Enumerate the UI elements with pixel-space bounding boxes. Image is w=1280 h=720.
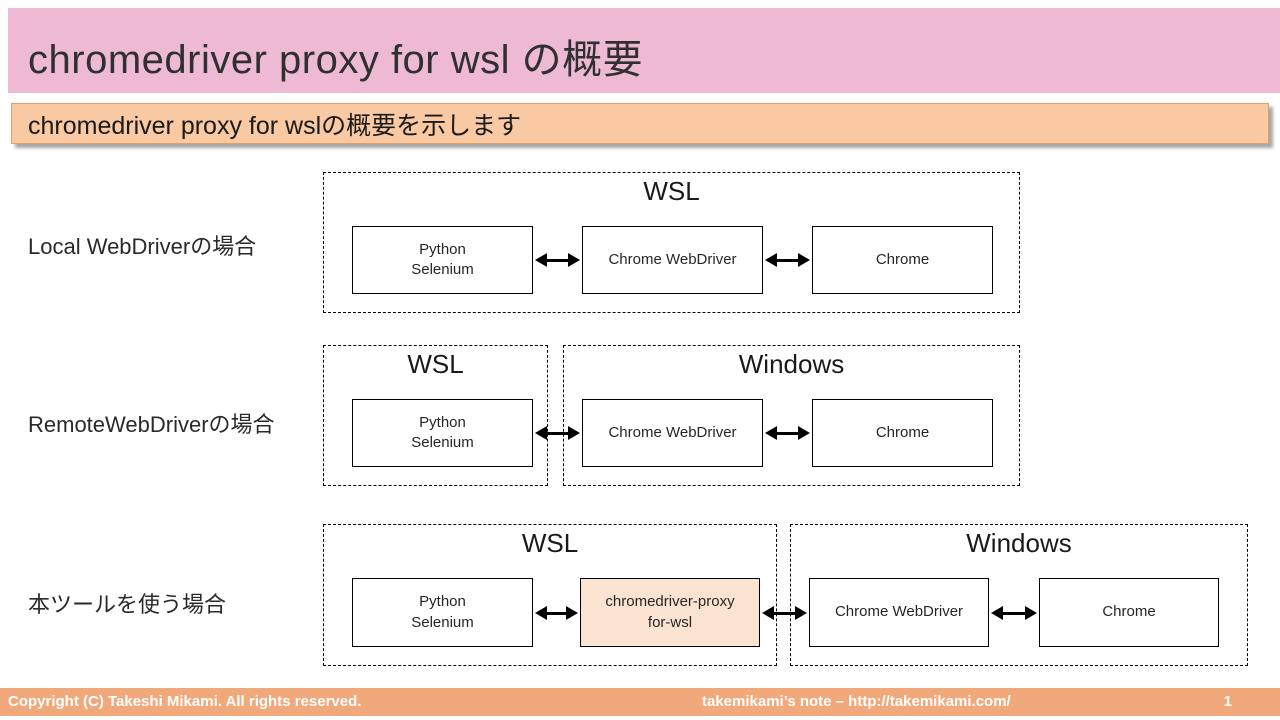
title-bar: chromedriver proxy for wsl の概要 (8, 8, 1280, 93)
bidirectional-arrow-icon (765, 252, 810, 268)
group-windows-remote: Windows (563, 345, 1020, 486)
arrow-shaft (544, 258, 571, 262)
group-wsl-tool: WSL (323, 524, 777, 666)
bidirectional-arrow-icon (765, 425, 810, 441)
node-chrome-webdriver-tool: Chrome WebDriver (809, 578, 989, 647)
node-chrome-webdriver-local: Chrome WebDriver (582, 226, 763, 294)
footer-site-link: takemikami’s note – http://takemikami.co… (702, 693, 1011, 710)
arrow-shaft (771, 611, 798, 615)
slide-title: chromedriver proxy for wsl の概要 (28, 37, 644, 82)
group-wsl-remote: WSL (323, 345, 548, 486)
bidirectional-arrow-icon (535, 252, 580, 268)
group-wsl-local: WSL (323, 172, 1020, 313)
node-chromedriver-proxy-for-wsl: chromedriver-proxy for-wsl (580, 578, 760, 647)
arrow-shaft (774, 431, 801, 435)
footer-copyright: Copyright (C) Takeshi Mikami. All rights… (8, 693, 362, 710)
node-chrome-tool: Chrome (1039, 578, 1219, 647)
arrow-shaft (774, 258, 801, 262)
node-python-selenium-tool: Python Selenium (352, 578, 533, 647)
row-label-remote-webdriver: RemoteWebDriverの場合 (28, 412, 275, 437)
group-title-wsl-local: WSL (643, 176, 700, 206)
arrow-shaft (544, 431, 571, 435)
arrow-shaft (1000, 611, 1028, 615)
group-title-wsl-remote: WSL (407, 349, 464, 379)
bidirectional-arrow-icon (991, 605, 1037, 621)
subtitle-banner: chromedriver proxy for wslの概要を示します (11, 103, 1269, 144)
footer-bar: Copyright (C) Takeshi Mikami. All rights… (0, 688, 1280, 716)
node-chrome-local: Chrome (812, 226, 993, 294)
group-windows-tool: Windows (790, 524, 1248, 666)
node-python-selenium-local: Python Selenium (352, 226, 533, 294)
node-chrome-webdriver-remote: Chrome WebDriver (582, 399, 763, 467)
bidirectional-arrow-icon (535, 605, 578, 621)
bidirectional-arrow-icon (762, 605, 807, 621)
row-label-local-webdriver: Local WebDriverの場合 (28, 234, 257, 259)
group-title-windows-remote: Windows (738, 349, 845, 379)
row-label-this-tool: 本ツールを使う場合 (28, 592, 227, 617)
bidirectional-arrow-icon (535, 425, 580, 441)
group-title-windows-tool: Windows (966, 528, 1072, 558)
slide-subtitle: chromedriver proxy for wslの概要を示します (28, 111, 522, 140)
group-title-wsl-tool: WSL (521, 528, 579, 558)
arrow-shaft (544, 611, 569, 615)
node-chrome-remote: Chrome (812, 399, 993, 467)
node-python-selenium-remote: Python Selenium (352, 399, 533, 467)
footer-page-number: 1 (1223, 693, 1232, 710)
